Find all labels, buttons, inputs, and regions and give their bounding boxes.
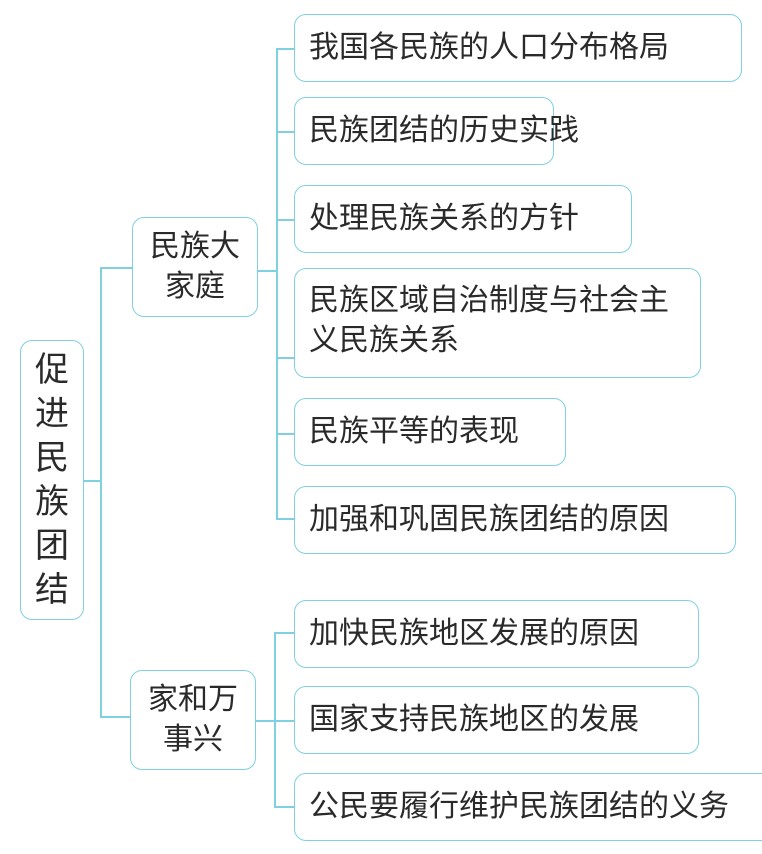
- branch-1-connector: [100, 267, 132, 269]
- root-char: 结: [35, 570, 69, 610]
- leaf-node: 民族平等的表现: [294, 398, 566, 466]
- leaf-node: 加强和巩固民族团结的原因: [294, 486, 736, 554]
- leaf-4-connector: [276, 357, 294, 359]
- root-char: 促: [35, 350, 69, 390]
- leaf-node: 民族团结的历史实践: [294, 97, 579, 165]
- root-char: 族: [35, 482, 69, 522]
- leaf-9-connector: [274, 806, 294, 808]
- root-char: 团: [35, 526, 69, 566]
- leaf-8-connector: [274, 720, 294, 722]
- leaf-6-connector: [276, 518, 294, 520]
- leaf-1-connector: [276, 48, 294, 50]
- root-node: 促 进 民 族 团 结: [20, 340, 84, 620]
- leaf-node: 民族区域自治制度与社会主义民族关系: [294, 268, 701, 378]
- root-connector: [84, 480, 101, 482]
- branch-2-connector: [100, 716, 130, 718]
- branch-1-out-line: [258, 270, 277, 272]
- leaf-node: 处理民族关系的方针: [294, 185, 632, 253]
- leaf-7-connector: [274, 632, 294, 634]
- leaf-node: 加快民族地区发展的原因: [294, 600, 699, 668]
- leaf-5-connector: [276, 433, 294, 435]
- leaf-node: 公民要履行维护民族团结的义务: [294, 773, 762, 841]
- leaf-2-connector: [276, 131, 294, 133]
- root-trunk-line: [100, 268, 102, 716]
- leaf-node: 国家支持民族地区的发展: [294, 686, 699, 754]
- branch-1-trunk-line: [276, 48, 278, 519]
- leaf-node: 我国各民族的人口分布格局: [294, 14, 742, 82]
- leaf-3-connector: [276, 219, 294, 221]
- root-char: 民: [35, 438, 69, 478]
- branch-node-harmony: 家和万事兴: [130, 670, 256, 770]
- branch-2-trunk-line: [274, 632, 276, 806]
- branch-2-out-line: [256, 720, 275, 722]
- root-char: 进: [35, 394, 69, 434]
- branch-node-ethnic-family: 民族大家庭: [132, 217, 258, 317]
